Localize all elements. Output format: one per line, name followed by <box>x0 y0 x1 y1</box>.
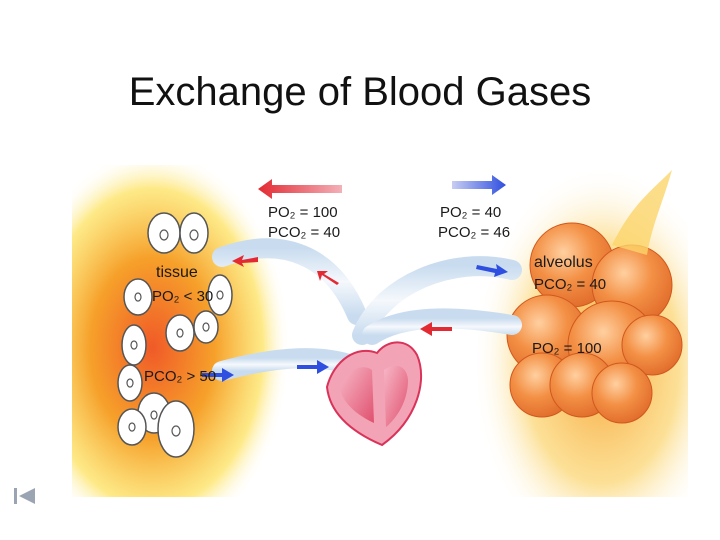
blue-arrow-vessel <box>297 360 329 374</box>
blood-vessels <box>212 238 522 381</box>
red-arrow-to-tissue <box>232 255 258 267</box>
alveolus-cluster <box>506 222 683 424</box>
flow-arrows <box>202 175 508 382</box>
top-right-blue-arrow <box>452 175 506 195</box>
slide-title: Exchange of Blood Gases <box>128 70 592 114</box>
tissue-pco2-label: PCO₂ > 50 <box>144 368 216 385</box>
venous-po2-label: PO₂ = 40 <box>440 204 501 221</box>
blue-arrow-to-alveolus <box>476 264 508 277</box>
top-left-red-arrow <box>258 179 342 199</box>
arterial-po2-label: PO₂ = 100 <box>268 204 338 221</box>
heart <box>325 341 423 447</box>
tissue-label: tissue <box>156 264 198 281</box>
arterial-pco2-label: PCO₂ = 40 <box>268 224 340 241</box>
diagram-labels: PO₂ = 100 PCO₂ = 40 PO₂ = 40 PCO₂ = 46 t… <box>144 204 606 385</box>
tissue-cell-nuclei <box>126 229 224 437</box>
skip-back-icon[interactable] <box>13 486 37 506</box>
tissue-cells <box>117 212 233 458</box>
tissue-po2-label: PO₂ < 30 <box>152 288 213 305</box>
red-arrow-from-alveolus <box>420 322 452 336</box>
venous-pco2-label: PCO₂ = 46 <box>438 224 510 241</box>
alveolus-pco2-label: PCO₂ = 40 <box>534 276 606 293</box>
blue-arrow-from-tissue <box>202 368 234 382</box>
airway-flame <box>612 170 672 255</box>
blood-gas-exchange-diagram: PO₂ = 100 PCO₂ = 40 PO₂ = 40 PCO₂ = 46 t… <box>72 165 688 497</box>
alveolus-po2-label: PO₂ = 100 <box>532 340 602 357</box>
red-arrow-vessel-1 <box>317 271 339 285</box>
alveolus-label: alveolus <box>534 254 593 271</box>
